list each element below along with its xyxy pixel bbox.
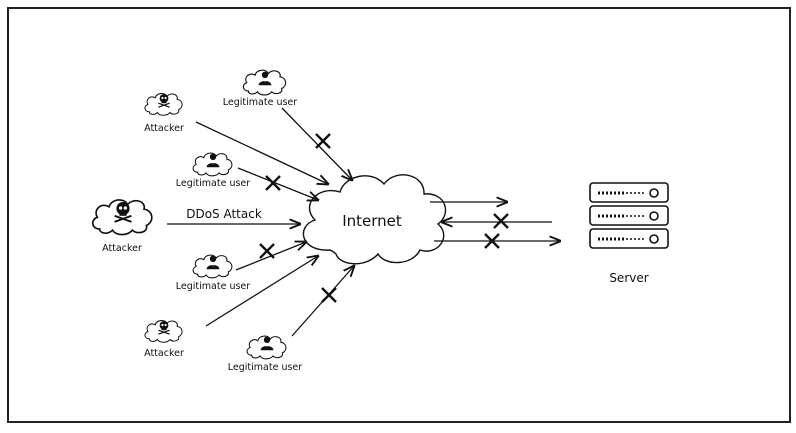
legit-upper-label: Legitimate user bbox=[176, 178, 250, 189]
attacker-main-label: Attacker bbox=[102, 243, 142, 254]
internet-cloud: Internet bbox=[302, 174, 447, 265]
ddos-attack-label: DDoS Attack bbox=[186, 207, 262, 221]
legit-bottom-label: Legitimate user bbox=[228, 362, 302, 373]
blocked-x-icon bbox=[493, 213, 509, 229]
server-icon bbox=[589, 182, 669, 249]
attacker-bottom-label: Attacker bbox=[144, 348, 184, 359]
legit-bottom: Legitimate user bbox=[228, 335, 302, 373]
legit-lower: Legitimate user bbox=[176, 254, 250, 292]
edge-legit-upper bbox=[237, 167, 318, 200]
attacker-bottom: Attacker bbox=[144, 319, 184, 359]
edge-legit-top bbox=[281, 107, 352, 180]
edge-attacker-bottom bbox=[205, 256, 318, 327]
blocked-x-icon bbox=[265, 175, 281, 191]
blocked-x-icon bbox=[321, 287, 337, 303]
blocked-x-icon bbox=[259, 243, 275, 259]
blocked-x-icon bbox=[484, 233, 500, 249]
legit-lower-label: Legitimate user bbox=[176, 281, 250, 292]
legit-upper: Legitimate user bbox=[176, 152, 250, 189]
legit-top-label: Legitimate user bbox=[223, 97, 297, 108]
attacker-top: Attacker bbox=[144, 92, 184, 134]
blocked-x-icon bbox=[315, 133, 331, 149]
frame-border bbox=[7, 7, 791, 423]
attacker-top-label: Attacker bbox=[144, 123, 184, 134]
blocked-markers bbox=[259, 133, 509, 303]
server-label: Server bbox=[609, 271, 648, 285]
attacker-main: Attacker bbox=[91, 199, 153, 254]
legit-top: Legitimate user bbox=[223, 69, 297, 108]
internet-label: Internet bbox=[342, 212, 402, 230]
edge-attacker-top bbox=[195, 121, 328, 184]
